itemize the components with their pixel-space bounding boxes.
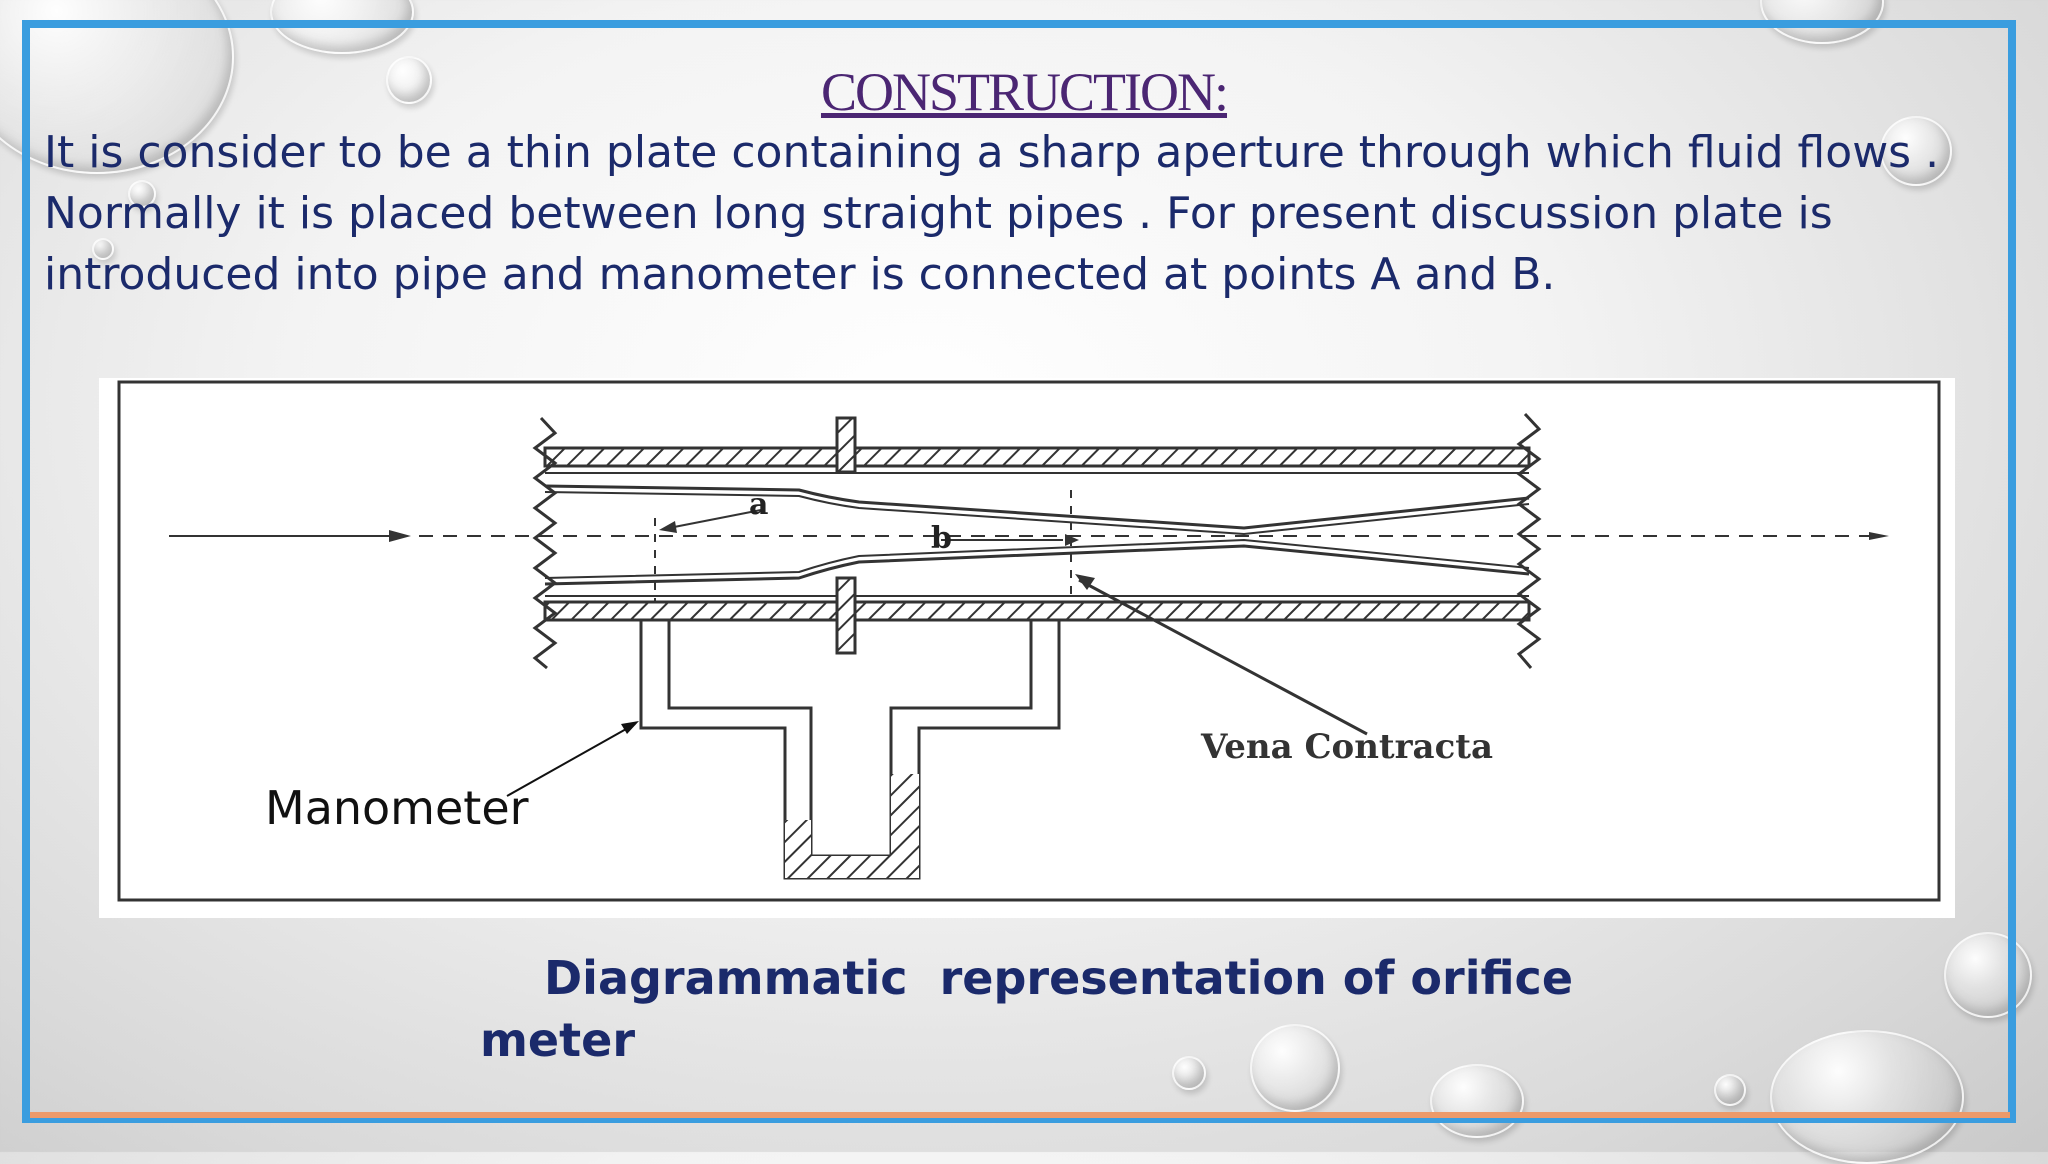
- upper-pipe-wall: [543, 446, 1531, 468]
- water-droplet-decoration: [1880, 116, 1952, 186]
- water-droplet-decoration: [1250, 1024, 1340, 1112]
- water-droplet-decoration: [128, 180, 156, 208]
- label-a: a: [749, 487, 768, 522]
- water-droplet-decoration: [1714, 1074, 1746, 1106]
- water-droplet-decoration: [1172, 1056, 1206, 1090]
- water-droplet-decoration: [92, 238, 114, 260]
- manometer-tube-inner: [667, 620, 1033, 858]
- bottom-accent-line: [30, 1112, 2010, 1118]
- flow-inlet-arrow: [389, 530, 411, 542]
- manometer-fluid-right: [891, 774, 919, 878]
- orifice-meter-drawing: a b Vena Contracta Manometer: [117, 380, 1941, 902]
- pipe-break-right: [1516, 412, 1542, 669]
- pipe-break-left: [532, 416, 558, 670]
- stream-line-lower: [544, 544, 1530, 586]
- label-vena-contracta: Vena Contracta: [1200, 727, 1493, 767]
- water-droplet-decoration: [1430, 1064, 1524, 1138]
- figure-border: [117, 380, 1941, 902]
- figure-caption-line2: meter: [480, 1013, 636, 1067]
- water-droplet-decoration: [1770, 1030, 1964, 1164]
- slide-body-text: It is consider to be a thin plate contai…: [44, 127, 1940, 300]
- flow-outlet-arrow: [1869, 532, 1889, 540]
- manometer-fluid-bottom: [811, 856, 891, 878]
- label-b: b: [931, 521, 952, 556]
- orifice-meter-diagram: a b Vena Contracta Manometer: [99, 378, 1955, 918]
- slide-title: CONSTRUCTION:: [820, 62, 1229, 122]
- slide-frame: [22, 20, 2016, 1123]
- manometer-tube-outer: [639, 620, 1061, 880]
- manometer-fluid-left: [785, 820, 811, 878]
- stream-line-upper: [544, 484, 1530, 530]
- water-droplet-decoration: [386, 56, 432, 104]
- label-manometer: Manometer: [265, 781, 529, 835]
- water-droplet-decoration: [1944, 932, 2032, 1018]
- lower-pipe-wall: [543, 600, 1531, 622]
- manometer-leader: [506, 723, 636, 797]
- vena-contracta-leader: [1078, 578, 1368, 736]
- orifice-plate-bottom: [835, 576, 857, 655]
- figure-caption-line1: Diagrammatic representation of orifice: [544, 951, 1574, 1005]
- orifice-plate-top: [835, 416, 857, 474]
